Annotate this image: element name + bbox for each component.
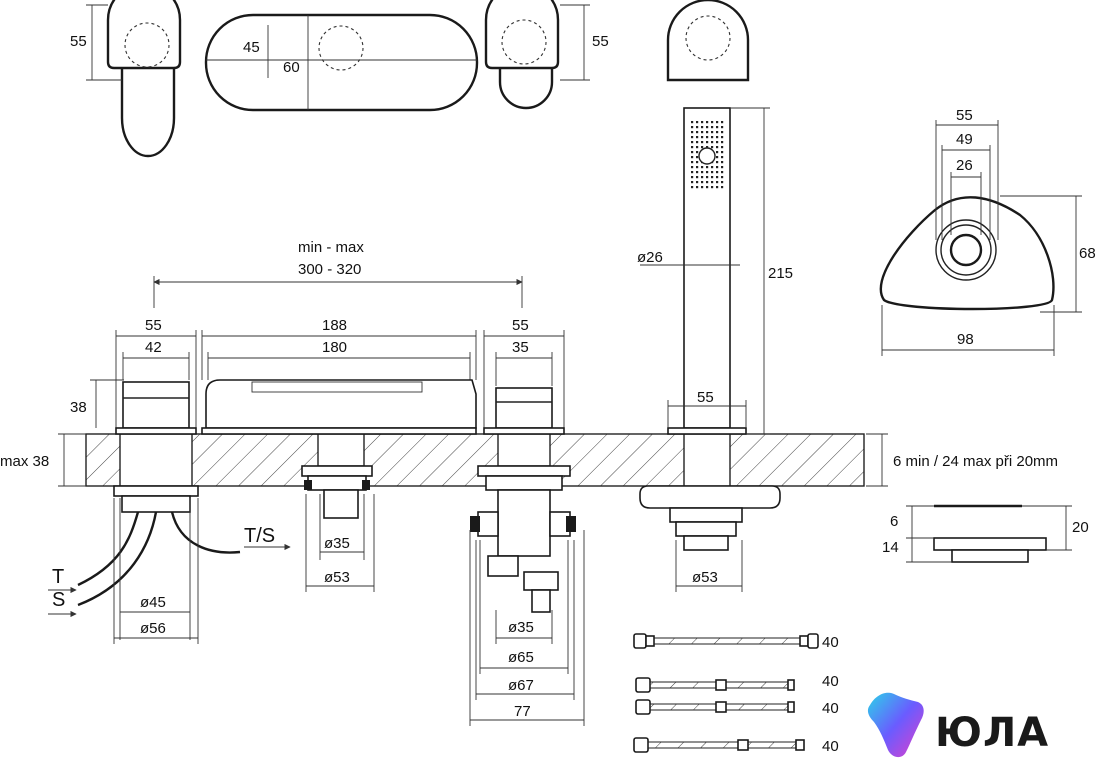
hose-cold-label: S <box>52 589 65 611</box>
top-center-h: 60 <box>283 59 300 76</box>
center-outer-w: 188 <box>322 317 347 334</box>
plate-total: 20 <box>1072 519 1089 536</box>
hose2-len: 40 <box>822 673 839 690</box>
range-dimension: min - max 300 - 320 <box>153 239 523 308</box>
range-label: min - max <box>298 239 364 256</box>
hose1-len: 40 <box>822 634 839 651</box>
valve-w: 77 <box>514 703 531 720</box>
hose-1: 40 <box>633 633 839 651</box>
triangle-base-view: 55 49 26 68 98 <box>879 107 1096 356</box>
spout-side: ø35 ø53 <box>201 379 477 592</box>
top-left-h: 55 <box>70 33 87 50</box>
hose-2: 40 <box>635 673 839 693</box>
left-h: 38 <box>70 399 87 416</box>
upper-dimensions: 55 42 188 180 55 35 38 <box>70 317 565 428</box>
hose4-len: 40 <box>822 738 839 755</box>
plate-view: 6 14 20 <box>882 504 1089 563</box>
brand-name: ЮЛА <box>935 710 1049 756</box>
hand-shower: ø26 215 55 ø53 <box>637 107 793 592</box>
brand-logo-mark <box>867 692 924 758</box>
hose-4: 40 <box>633 737 839 755</box>
hose-set: 40 40 40 40 <box>633 633 839 755</box>
hose-3: 40 <box>635 699 839 717</box>
valve-d2: ø65 <box>508 649 534 666</box>
left-inner-w: 42 <box>145 339 162 356</box>
shower-h: 215 <box>768 265 793 282</box>
tri-h: 68 <box>1079 245 1096 262</box>
tri-w3: 26 <box>956 157 973 174</box>
range-value: 300 - 320 <box>298 261 361 278</box>
tri-w: 98 <box>957 331 974 348</box>
spout-d2: ø53 <box>324 569 350 586</box>
left-outer-w: 55 <box>145 317 162 334</box>
valve-d1: ø35 <box>508 619 534 636</box>
top-view-right-handle: 55 <box>484 0 609 110</box>
top-right-h: 55 <box>592 33 609 50</box>
plate-h2: 14 <box>882 539 899 556</box>
left-d2: ø56 <box>140 620 166 637</box>
left-d1: ø45 <box>140 594 166 611</box>
hose-hot-label: T <box>52 566 64 588</box>
right-valve-side: ø35 ø65 ø67 77 <box>469 387 585 726</box>
deck-note: 6 min / 24 max při 20mm <box>893 453 1058 470</box>
top-view-left-handle: 55 <box>70 0 182 158</box>
plate-h1: 6 <box>890 513 898 530</box>
hose3-len: 40 <box>822 700 839 717</box>
top-view-spout: 45 60 <box>204 13 479 112</box>
top-view-shower-holder <box>666 0 750 82</box>
deck-thickness: max 38 <box>0 453 49 470</box>
right-outer-w: 55 <box>512 317 529 334</box>
center-inner-w: 180 <box>322 339 347 356</box>
shower-base-w: 55 <box>697 389 714 406</box>
brand-logo: ЮЛА <box>867 692 1049 758</box>
right-inner-w: 35 <box>512 339 529 356</box>
tri-w2: 49 <box>956 131 973 148</box>
shower-d: ø26 <box>637 249 663 266</box>
spout-d1: ø35 <box>324 535 350 552</box>
shower-nut-d: ø53 <box>692 569 718 586</box>
top-center-inner-h: 45 <box>243 39 260 56</box>
hose-mixed-label: T/S <box>244 525 275 547</box>
tri-w1: 55 <box>956 107 973 124</box>
left-valve-side: T S T/S ø45 ø56 <box>48 381 291 644</box>
deck-section: max 38 6 min / 24 max při 20mm <box>0 433 1058 487</box>
valve-d3: ø67 <box>508 677 534 694</box>
